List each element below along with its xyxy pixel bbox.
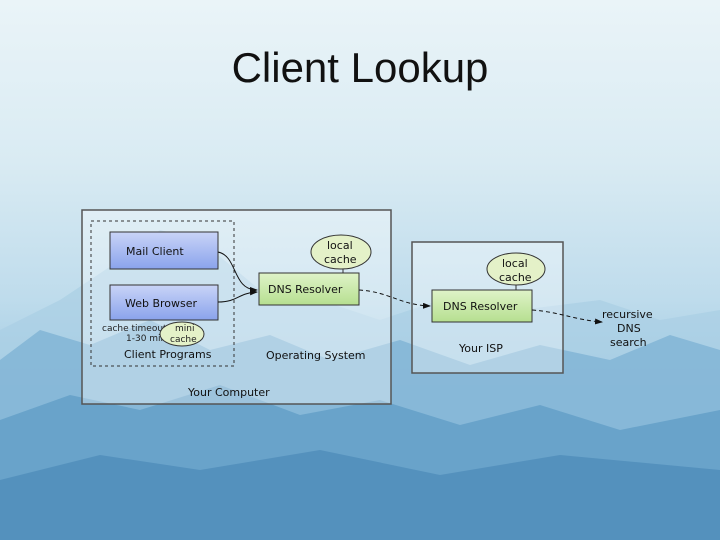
os-to-isp-arrow [358, 289, 431, 309]
os-dns-resolver-label: DNS Resolver [268, 283, 343, 296]
recursive-label-2: DNS [617, 322, 641, 335]
web-browser-label: Web Browser [125, 297, 198, 310]
your-isp-label: Your ISP [458, 342, 503, 355]
cache-timeout-note: cache timeout [102, 324, 167, 334]
recursive-label-3: search [610, 336, 647, 349]
slide-title: Client Lookup [231, 44, 489, 91]
isp-cache-label-1: local [502, 257, 528, 270]
your-computer-label: Your Computer [187, 386, 270, 399]
isp-dns-resolver-label: DNS Resolver [443, 300, 518, 313]
client-programs-label: Client Programs [124, 348, 212, 361]
os-local-cache-bubble [310, 234, 372, 270]
isp-dns-resolver-box [431, 289, 533, 323]
mail-client-box [109, 231, 219, 270]
browser-mini-cache-bubble [159, 321, 205, 347]
mail-client-arrow [217, 251, 258, 293]
recursive-label-1: recursive [602, 308, 653, 321]
mail-client-label: Mail Client [126, 245, 184, 258]
cache-timeout-value: 1-30 min [126, 334, 166, 344]
os-cache-label-1: local [327, 239, 353, 252]
foreground-mountain [0, 450, 720, 540]
isp-cache-label-2: cache [499, 271, 532, 284]
isp-to-recursive-arrow [531, 309, 603, 325]
mini-cache-label-2: cache [170, 335, 197, 345]
os-dns-resolver-box [258, 272, 360, 306]
os-cache-label-2: cache [324, 253, 357, 266]
web-browser-arrow [217, 289, 258, 303]
mini-cache-label-1: mini [175, 324, 194, 334]
operating-system-label: Operating System [266, 349, 366, 362]
